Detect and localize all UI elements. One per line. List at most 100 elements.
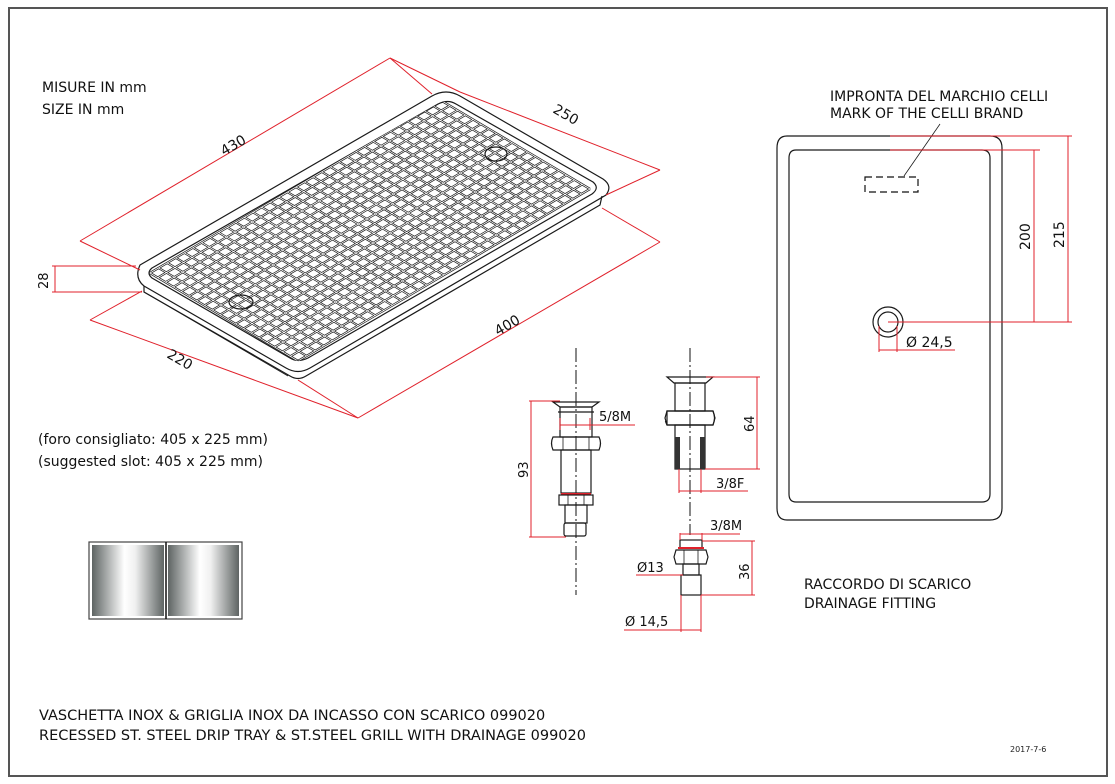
dim-3-8f: 3/8F (716, 477, 744, 492)
dim-200: 200 (1018, 223, 1034, 250)
grill-bar-highlight (312, 176, 462, 266)
dim-93: 93 (517, 461, 532, 478)
grill-bar-highlight (295, 186, 445, 276)
grill-bar-highlight (274, 174, 567, 348)
grill-bar-highlight (165, 109, 458, 283)
grill-bar-highlight (251, 160, 544, 334)
grill-bar-highlight (390, 131, 539, 220)
grill-bar-highlight (252, 211, 402, 301)
grill-bar-highlight (235, 222, 385, 311)
grill-bar-highlight (180, 119, 474, 292)
tray-top-view (776, 123, 1003, 521)
grill-bar-highlight (243, 156, 536, 329)
grill-bar-highlight (297, 188, 591, 361)
drain-fitting-assembled (550, 348, 602, 595)
dim-430: 430 (218, 132, 249, 159)
brand-mark-label-it: IMPRONTA DEL MARCHIO CELLI (830, 89, 1048, 105)
dim-215: 215 (1052, 221, 1068, 248)
grill-bar-highlight (244, 217, 393, 306)
title-it: VASCHETTA INOX & GRIGLIA INOX DA INCASSO… (39, 708, 545, 724)
drain-hole-bottom (228, 294, 254, 310)
grill-bar-highlight (158, 267, 307, 357)
grill-grid (149, 101, 591, 361)
fitting3-dimensions: 3/8M 36 Ø13 Ø 14,5 (624, 519, 755, 632)
dim-36: 36 (738, 563, 753, 580)
grill-bar-highlight (204, 133, 497, 306)
grill-outline (148, 100, 597, 362)
grill-bar-highlight (209, 237, 359, 326)
grill-bar-highlight (338, 161, 488, 251)
grill-bar-highlight (355, 151, 505, 240)
suggested-slot-en: (suggested slot: 405 x 225 mm) (38, 454, 263, 470)
grill-bar-highlight (188, 123, 482, 297)
grill-bar-highlight (149, 101, 443, 274)
dim-5-8m: 5/8M (599, 410, 631, 425)
grill-bar-highlight (407, 120, 556, 210)
grill-bar-highlight (270, 201, 419, 291)
stainless-steel-finish-swatch (88, 541, 243, 620)
dim-250: 250 (550, 102, 581, 129)
grill-bar-highlight (290, 184, 583, 357)
grill-bar-highlight (398, 125, 548, 215)
grill-bar-highlight (266, 170, 560, 343)
grill-bar-highlight (184, 252, 333, 342)
grill-bar-highlight (433, 105, 582, 195)
grill-bar-highlight (282, 179, 575, 353)
drain-nozzle (673, 539, 709, 596)
fitting1-dimensions: 93 5/8M (517, 400, 635, 538)
dim-64: 64 (743, 415, 758, 432)
grill-bar-highlight (373, 141, 522, 230)
dim-220: 220 (164, 347, 195, 374)
grill-bar-highlight (381, 136, 531, 225)
drainage-fitting-label-it: RACCORDO DI SCARICO (804, 577, 971, 593)
grill-bar-highlight (227, 227, 376, 316)
grill-bar-highlight (304, 181, 453, 271)
grill-bar-highlight (321, 171, 470, 261)
top-view-dimensions: 215 200 Ø 24,5 (878, 135, 1072, 352)
tray-side (143, 195, 603, 380)
grill-bar-highlight (364, 146, 513, 235)
drawing-date: 2017-7-6 (1010, 745, 1046, 754)
grill-bar-highlight (278, 196, 428, 286)
grill-bar-highlight (201, 242, 350, 331)
grill-bar-highlight (347, 156, 496, 245)
units-label-en: SIZE IN mm (42, 102, 124, 118)
grill-bar-highlight (196, 128, 489, 302)
grill-bar-highlight (157, 105, 450, 278)
grill-bar-highlight (424, 110, 574, 200)
dim-13: Ø13 (637, 561, 664, 576)
fitting2-dimensions: 64 3/8F (678, 376, 760, 493)
dim-28: 28 (37, 272, 52, 289)
brand-mark-outline (864, 176, 919, 193)
grill-bar-highlight (212, 137, 505, 311)
grill-bar-highlight (441, 101, 591, 190)
grill-bar-highlight (218, 232, 367, 321)
grill-bar-highlight (258, 165, 552, 339)
top-view-outer (776, 135, 1003, 521)
grill-bar-highlight (235, 151, 528, 325)
drain-fitting-body (664, 348, 716, 535)
drain-hole-top (484, 146, 508, 162)
brand-mark-label-en: MARK OF THE CELLI BRAND (830, 106, 1023, 122)
grill-bar-highlight (287, 191, 436, 281)
drawing-frame (8, 7, 1108, 777)
grill-bar-highlight (175, 257, 324, 347)
suggested-slot-it: (foro consigliato: 405 x 225 mm) (38, 432, 268, 448)
grill-bar-highlight (166, 262, 316, 352)
dim-14-5: Ø 14,5 (625, 615, 668, 630)
tray-isometric-view (137, 91, 610, 380)
grill-bar-highlight (261, 206, 410, 296)
title-en: RECESSED ST. STEEL DRIP TRAY & ST.STEEL … (39, 728, 586, 744)
swatch-panel-left (92, 545, 164, 616)
grill-bar-highlight (330, 166, 479, 256)
grill-bar-highlight (219, 142, 513, 316)
swatch-panel-right (168, 545, 239, 616)
grill-bar-highlight (173, 114, 466, 288)
dim-400: 400 (492, 312, 523, 339)
grill-bar-highlight (227, 146, 521, 320)
top-view-inner (788, 149, 991, 503)
dim-drain-diameter: Ø 24,5 (906, 335, 953, 351)
dim-3-8m: 3/8M (710, 519, 742, 534)
grill-bar-highlight (192, 247, 342, 337)
